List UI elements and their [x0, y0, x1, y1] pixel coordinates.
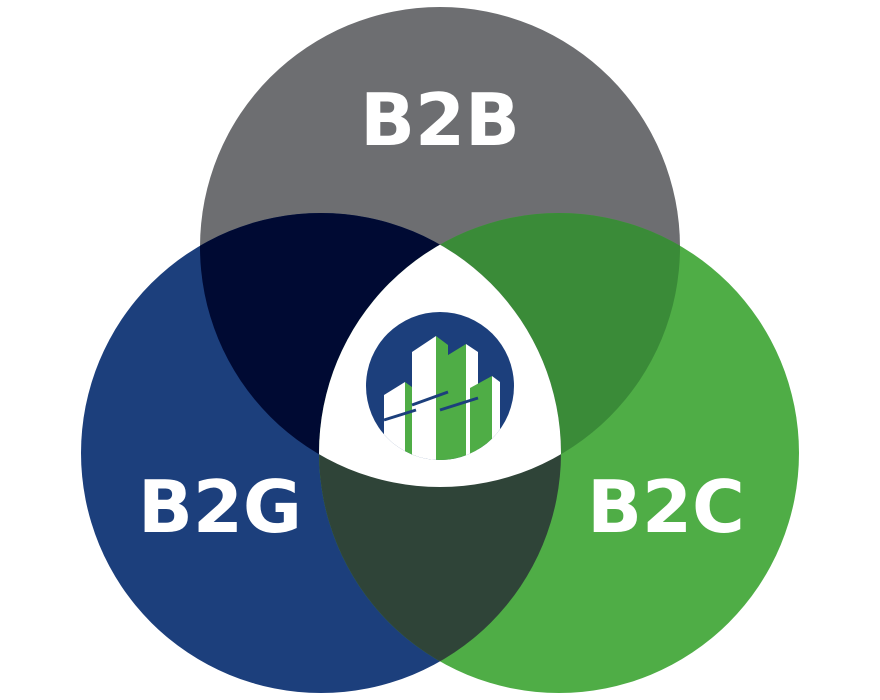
- label-b2g: B2G: [138, 465, 302, 549]
- label-b2b: B2B: [360, 78, 520, 162]
- label-b2c: B2C: [587, 465, 745, 549]
